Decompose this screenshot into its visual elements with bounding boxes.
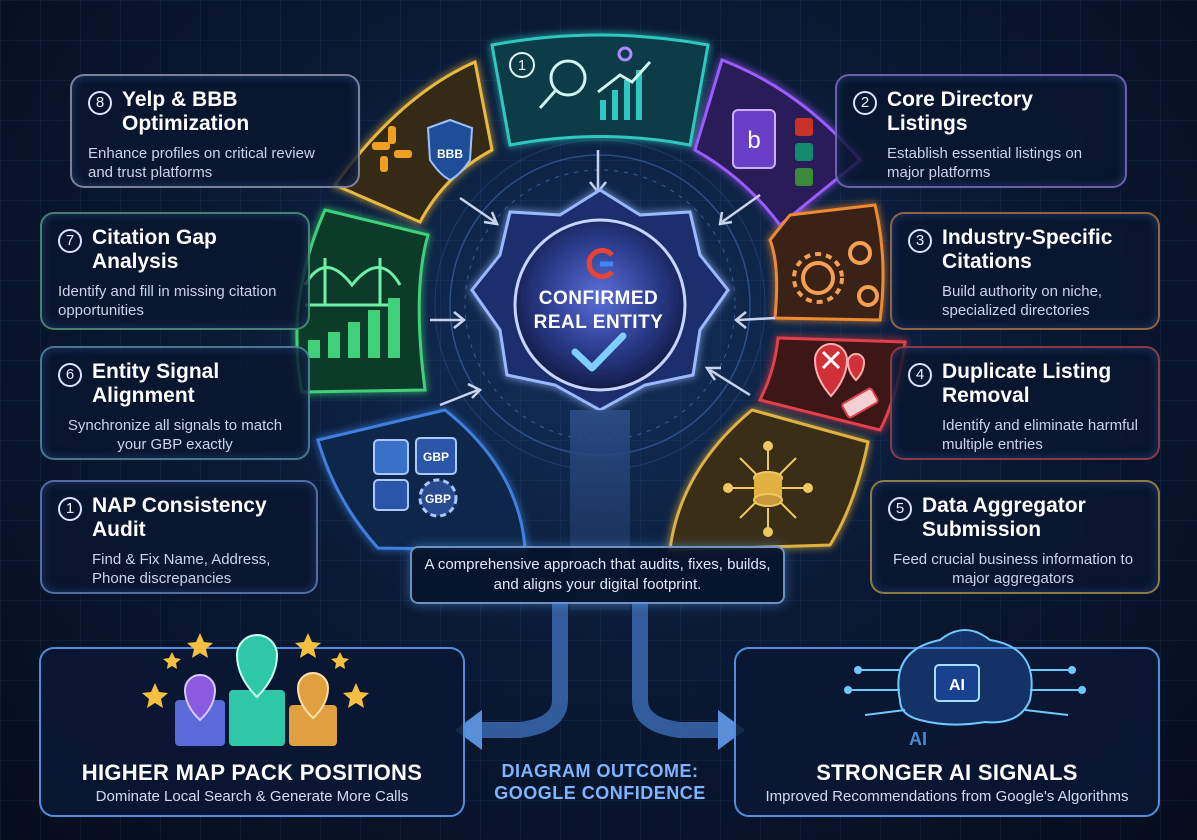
gbp-label-2: GBP <box>425 492 451 506</box>
step-number: 8 <box>88 91 112 115</box>
step-title: Data Aggregator Submission <box>922 494 1086 541</box>
directory-book-icon: b <box>732 109 813 186</box>
center-title-line1: CONFIRMED <box>538 288 659 309</box>
step-desc: Enhance profiles on critical review and … <box>88 145 315 181</box>
duplicate-pin-icon <box>813 343 879 419</box>
step-title: Core Directory Listings <box>887 88 1033 135</box>
step-desc: Identify and fill in missing citation op… <box>58 283 277 319</box>
step-8-card: 8 Yelp & BBB Optimization Enhance profil… <box>70 74 360 188</box>
map-pack-icon <box>142 633 369 746</box>
step-title: Yelp & BBB Optimization <box>122 88 250 135</box>
step-number: 4 <box>908 363 932 387</box>
diagram-outcome-label: DIAGRAM OUTCOME: GOOGLE CONFIDENCE <box>494 761 706 803</box>
yelp-bbb-icon <box>372 118 474 182</box>
svg-text:b: b <box>747 127 760 154</box>
google-g-icon <box>586 248 614 279</box>
step-number: 7 <box>58 229 82 253</box>
step-title: NAP Consistency Audit <box>92 494 267 541</box>
arrow-right-icon <box>718 710 745 750</box>
step-title: Duplicate Listing Removal <box>942 360 1112 407</box>
step-desc: Identify and eliminate harmful multiple … <box>942 417 1138 453</box>
checkmark-icon <box>571 332 627 372</box>
step-2-card: 2 Core Directory Listings Establish esse… <box>835 74 1127 188</box>
outcome-right-desc: Improved Recommendations from Google's A… <box>765 788 1129 805</box>
database-network-icon <box>723 441 813 537</box>
gbp-label-1: GBP <box>423 450 449 464</box>
step-title: Industry-Specific Citations <box>942 226 1113 273</box>
bridge-bars-icon <box>303 258 402 358</box>
step-5-card: 5 Data Aggregator Submission Feed crucia… <box>870 480 1160 594</box>
top-segment-number: 1 <box>518 57 526 74</box>
outcome-left-desc: Dominate Local Search & Generate More Ca… <box>95 788 409 805</box>
arrow-left-icon <box>455 710 482 750</box>
ai-brain-icon <box>844 629 1086 726</box>
center-title-line2: REAL ENTITY <box>533 312 664 333</box>
step-desc: Establish essential listings on major pl… <box>887 145 1083 181</box>
step-desc: Synchronize all signals to match your GB… <box>67 417 283 453</box>
step-title: Citation Gap Analysis <box>92 226 217 273</box>
step-7-card: 7 Citation Gap Analysis Identify and fil… <box>40 212 310 330</box>
step-desc: Find & Fix Name, Address, Phone discrepa… <box>92 551 271 587</box>
step-number: 6 <box>58 363 82 387</box>
outcome-left-title: HIGHER MAP PACK POSITIONS <box>81 760 423 785</box>
center-badge <box>470 188 730 412</box>
summary-box: A comprehensive approach that audits, fi… <box>410 546 785 604</box>
step-6-card: 6 Entity Signal Alignment Synchronize al… <box>40 346 310 460</box>
arrows-to-center <box>430 150 776 407</box>
gears-icon <box>792 241 879 307</box>
bbb-logo-text: BBB <box>437 147 463 161</box>
step-number: 3 <box>908 229 932 253</box>
step-number: 2 <box>853 91 877 115</box>
step-number: 5 <box>888 497 912 521</box>
puzzle-gbp-icon <box>373 437 458 518</box>
step-4-card: 4 Duplicate Listing Removal Identify and… <box>890 346 1160 460</box>
step-number: 1 <box>58 497 82 521</box>
ai-text: AI <box>909 729 927 749</box>
step-desc: Feed crucial business information to maj… <box>892 551 1134 587</box>
ai-chip-text: AI <box>949 677 965 694</box>
step-desc: Build authority on niche, specialized di… <box>942 283 1103 319</box>
step-1-card: 1 NAP Consistency Audit Find & Fix Name,… <box>40 480 318 594</box>
segment-top-left <box>332 59 494 224</box>
search-chart-icon <box>538 46 652 120</box>
outcome-right-title: STRONGER AI SIGNALS <box>816 760 1078 785</box>
step-title: Entity Signal Alignment <box>92 360 220 407</box>
step-3-card: 3 Industry-Specific Citations Build auth… <box>890 212 1160 330</box>
